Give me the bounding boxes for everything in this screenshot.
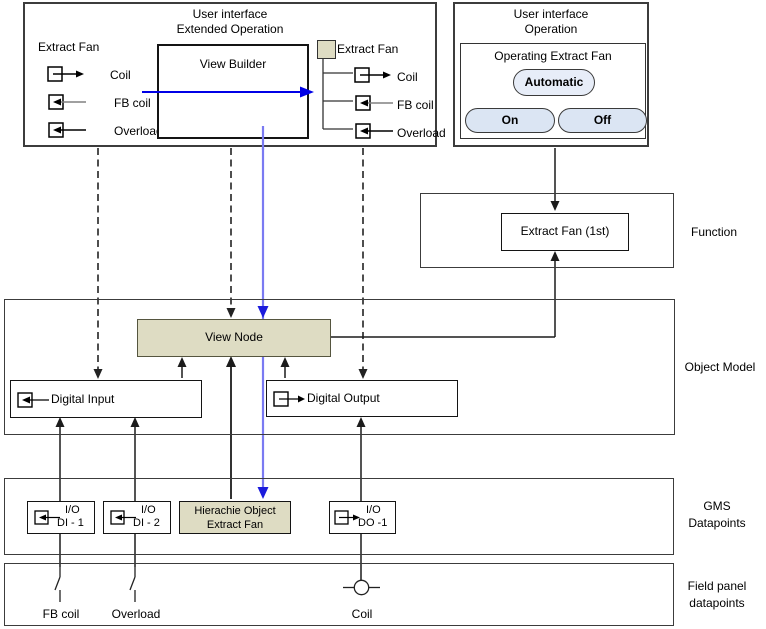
gms-di2-name: DI - 2 [133, 517, 160, 529]
gms-layer-box: I/O DI - 1 I/O DI - 2 Hierachie Object E… [4, 478, 674, 555]
port-label-fb-coil: FB coil [114, 96, 151, 110]
gms-di1-node: I/O DI - 1 [27, 501, 95, 534]
extended-operation-box: User interface Extended Operation Extrac… [23, 2, 446, 147]
digital-output-node: Digital Output [266, 380, 458, 417]
view-builder-label: View Builder [199, 57, 267, 71]
gms-di1-name: DI - 1 [57, 517, 84, 529]
field-coil-label: Coil [351, 607, 373, 621]
field-overload-label: Overload [111, 607, 161, 621]
extended-operation-title-line2: Extended Operation [176, 22, 284, 36]
off-button[interactable]: Off [558, 108, 647, 133]
gms-hierachie-line1: Hierachie Object [194, 505, 276, 517]
view-node: View Node [137, 319, 331, 357]
function-layer-box: Extract Fan (1st) [420, 193, 674, 268]
port-label-coil-right: Coil [397, 70, 418, 84]
automatic-button[interactable]: Automatic [513, 69, 595, 96]
gms-do1-io: I/O [366, 504, 381, 516]
fan-left-label: Extract Fan [38, 40, 100, 54]
input-port-icon [355, 123, 393, 139]
gms-di2-io: I/O [141, 504, 156, 516]
input-port-icon [48, 122, 86, 138]
fan-right-label: Extract Fan [337, 42, 399, 56]
gms-di1-io: I/O [65, 504, 80, 516]
field-panel-label-line1: Field panel [687, 579, 747, 593]
operating-panel: Operating Extract Fan Automatic On Off [460, 43, 647, 139]
field-panel-layer-label: Field panel datapoints [671, 578, 763, 612]
port-label-fb-coil-right: FB coil [397, 98, 434, 112]
operating-panel-title: Operating Extract Fan [494, 49, 612, 63]
digital-input-label: Digital Input [51, 392, 115, 406]
field-panel-label-line2: datapoints [689, 596, 745, 610]
view-builder-node: View Builder [157, 44, 309, 139]
extended-operation-title-line1: User interface [192, 7, 268, 21]
on-button[interactable]: On [465, 108, 555, 133]
port-label-overload-right: Overload [397, 126, 446, 140]
input-port-icon [48, 94, 86, 110]
output-port-icon [354, 67, 391, 83]
hierarchy-node-icon [317, 40, 336, 59]
digital-output-label: Digital Output [307, 391, 380, 405]
input-port-icon [17, 392, 49, 408]
function-layer-label: Function [690, 225, 738, 239]
object-model-layer-box: View Node Digital Input Digital Output [4, 299, 675, 435]
port-label-overload: Overload [114, 124, 163, 138]
field-fb-coil-label: FB coil [42, 607, 80, 621]
gms-layer-label: GMS Datapoints [671, 498, 763, 532]
operation-box: User interface Operation Operating Extra… [453, 2, 649, 147]
gms-layer-label-line2: Datapoints [688, 516, 746, 530]
input-port-icon [110, 510, 136, 525]
operation-title-line1: User interface [513, 7, 589, 21]
output-port-icon [273, 391, 305, 407]
gms-hierachie-node: Hierachie Object Extract Fan [179, 501, 291, 534]
input-port-icon [355, 95, 393, 111]
output-port-icon [47, 66, 84, 82]
extract-fan-function-node: Extract Fan (1st) [501, 213, 629, 251]
gms-layer-label-line1: GMS [703, 499, 731, 513]
field-panel-layer-box: FB coil Overload Coil [4, 563, 674, 626]
port-label-coil: Coil [110, 68, 131, 82]
digital-input-node: Digital Input [10, 380, 202, 418]
gms-do1-node: I/O DO -1 [329, 501, 396, 534]
gms-do1-name: DO -1 [358, 517, 388, 529]
gms-di2-node: I/O DI - 2 [103, 501, 171, 534]
input-port-icon [34, 510, 60, 525]
gms-hierachie-line2: Extract Fan [206, 519, 264, 531]
output-port-icon [334, 510, 360, 525]
operation-title-line2: Operation [524, 22, 578, 36]
object-model-layer-label: Object Model [684, 360, 756, 374]
